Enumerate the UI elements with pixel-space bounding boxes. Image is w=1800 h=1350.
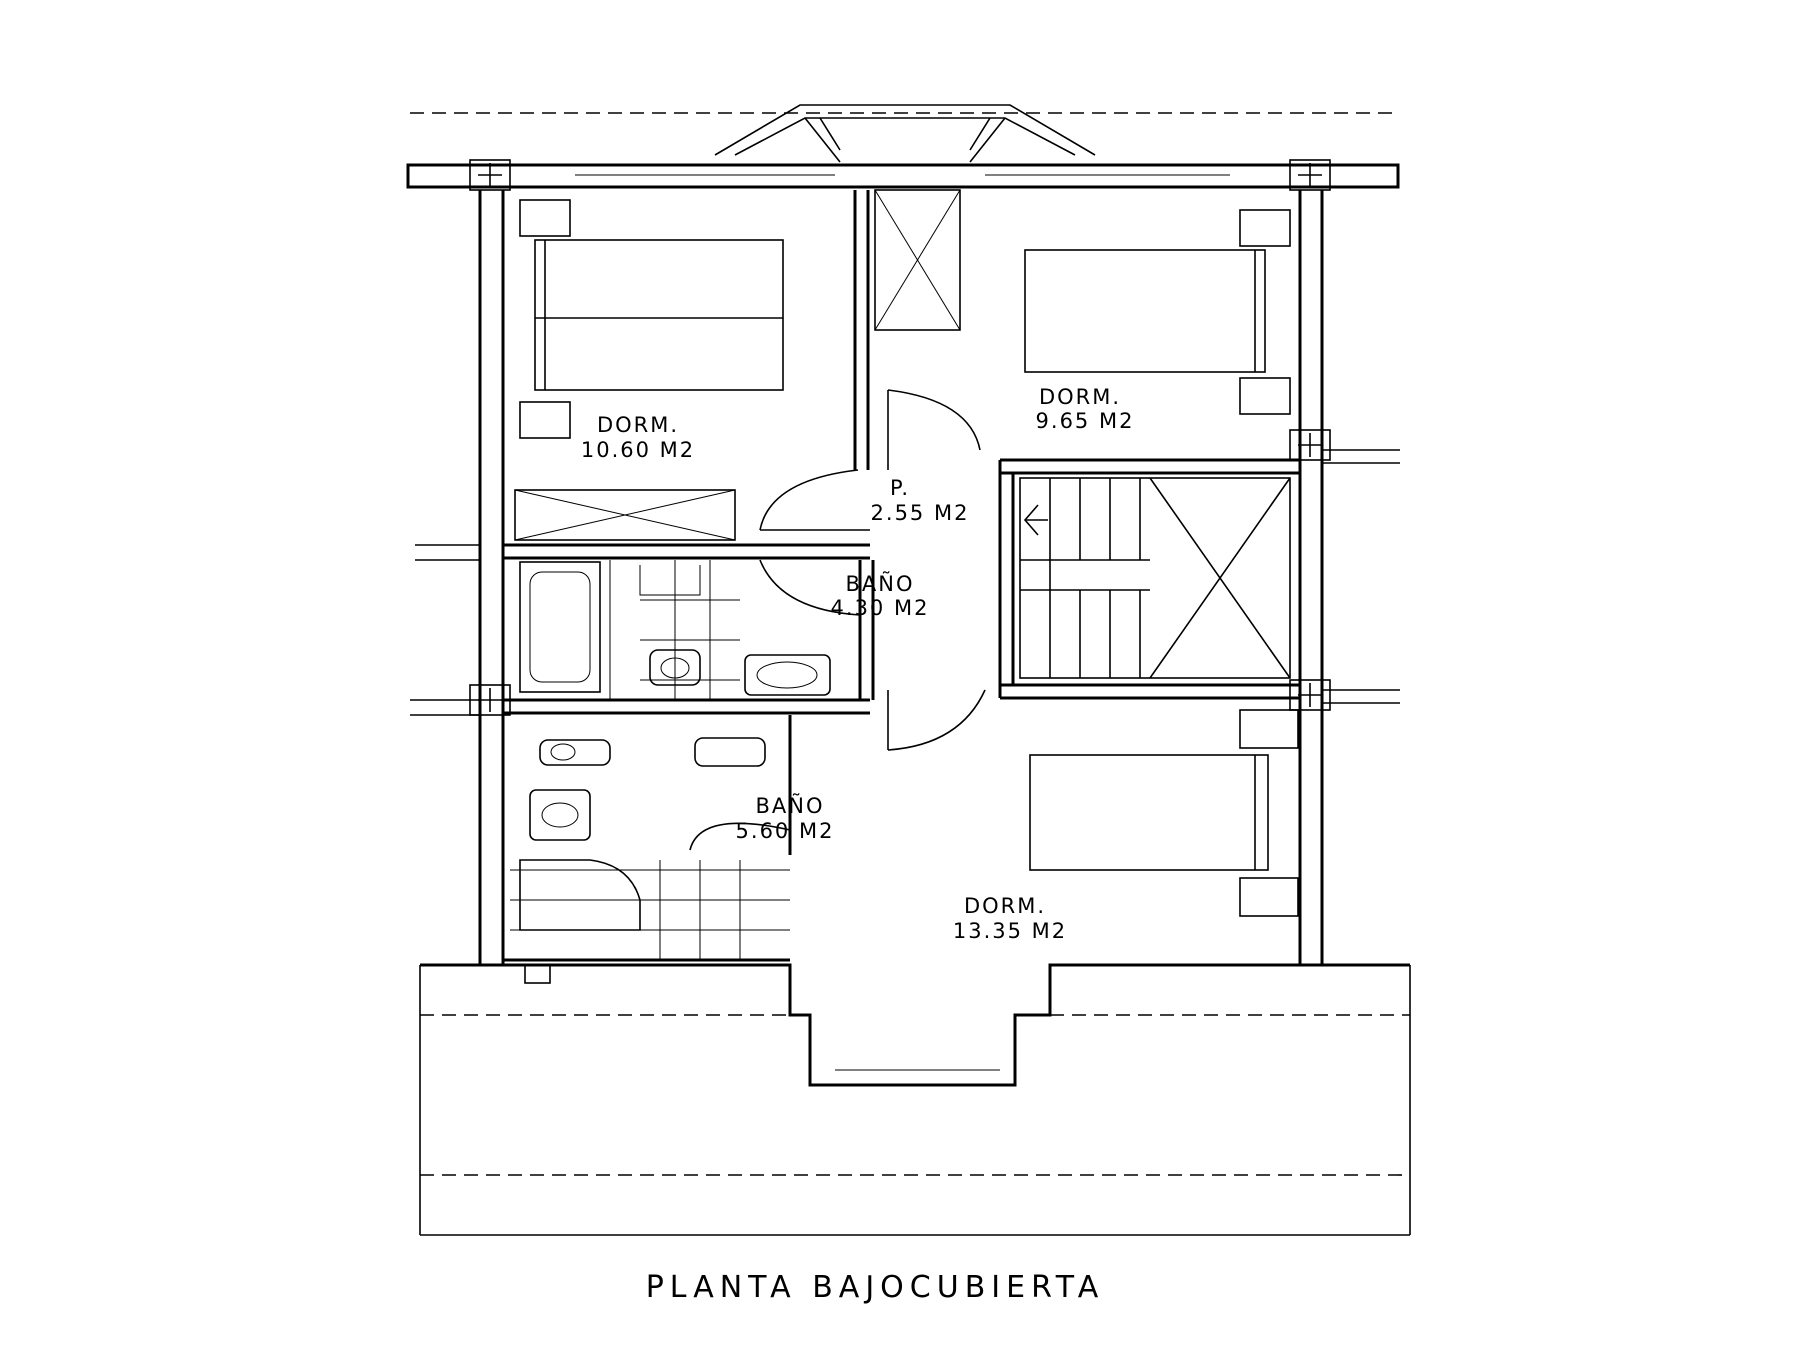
- wardrobe-top: [874, 189, 961, 331]
- room-name-dorm-3: DORM.: [964, 894, 1046, 918]
- bathroom-2-fixtures: [510, 737, 790, 984]
- room-name-pasillo: P.: [890, 476, 910, 500]
- room-area-dorm-3: 13.35 M2: [953, 919, 1067, 943]
- plan-title: PLANTA BAJOCUBIERTA: [646, 1270, 1105, 1305]
- interior-walls: [503, 190, 1300, 962]
- room-label-bano-2: BAÑO 5.60 M2: [736, 792, 835, 843]
- room-area-dorm-2: 9.65 M2: [1036, 409, 1135, 433]
- structural-columns: [469, 429, 1331, 716]
- staircase: [1019, 477, 1291, 679]
- room-label-dorm-3: DORM. 13.35 M2: [953, 894, 1067, 943]
- room-area-bano-1: 4.30 M2: [831, 596, 930, 620]
- room-name-dorm-1: DORM.: [597, 413, 679, 437]
- roof-outline: [410, 104, 1400, 163]
- door-swings: [689, 389, 986, 851]
- terrace-outline: [419, 963, 1411, 1236]
- room-area-pasillo: 2.55 M2: [871, 501, 970, 525]
- room-area-bano-2: 5.60 M2: [736, 819, 835, 843]
- room-label-dorm-2: DORM. 9.65 M2: [1036, 385, 1135, 433]
- room-name-bano-2: BAÑO: [755, 792, 824, 818]
- bed-dorm-2: [1024, 209, 1291, 415]
- bathroom-1-fixtures: [519, 560, 831, 700]
- bed-dorm-3: [1029, 709, 1299, 917]
- room-label-pasillo: P. 2.55 M2: [871, 476, 970, 525]
- top-facade-wall: [406, 159, 1400, 191]
- bed-dorm-1: [514, 199, 784, 541]
- exterior-walls: [410, 190, 1400, 965]
- room-label-bano-1: BAÑO 4.30 M2: [831, 570, 930, 620]
- room-name-dorm-2: DORM.: [1039, 385, 1121, 409]
- room-name-bano-1: BAÑO: [845, 570, 914, 596]
- room-label-dorm-1: DORM. 10.60 M2: [581, 413, 695, 462]
- room-area-dorm-1: 10.60 M2: [581, 438, 695, 462]
